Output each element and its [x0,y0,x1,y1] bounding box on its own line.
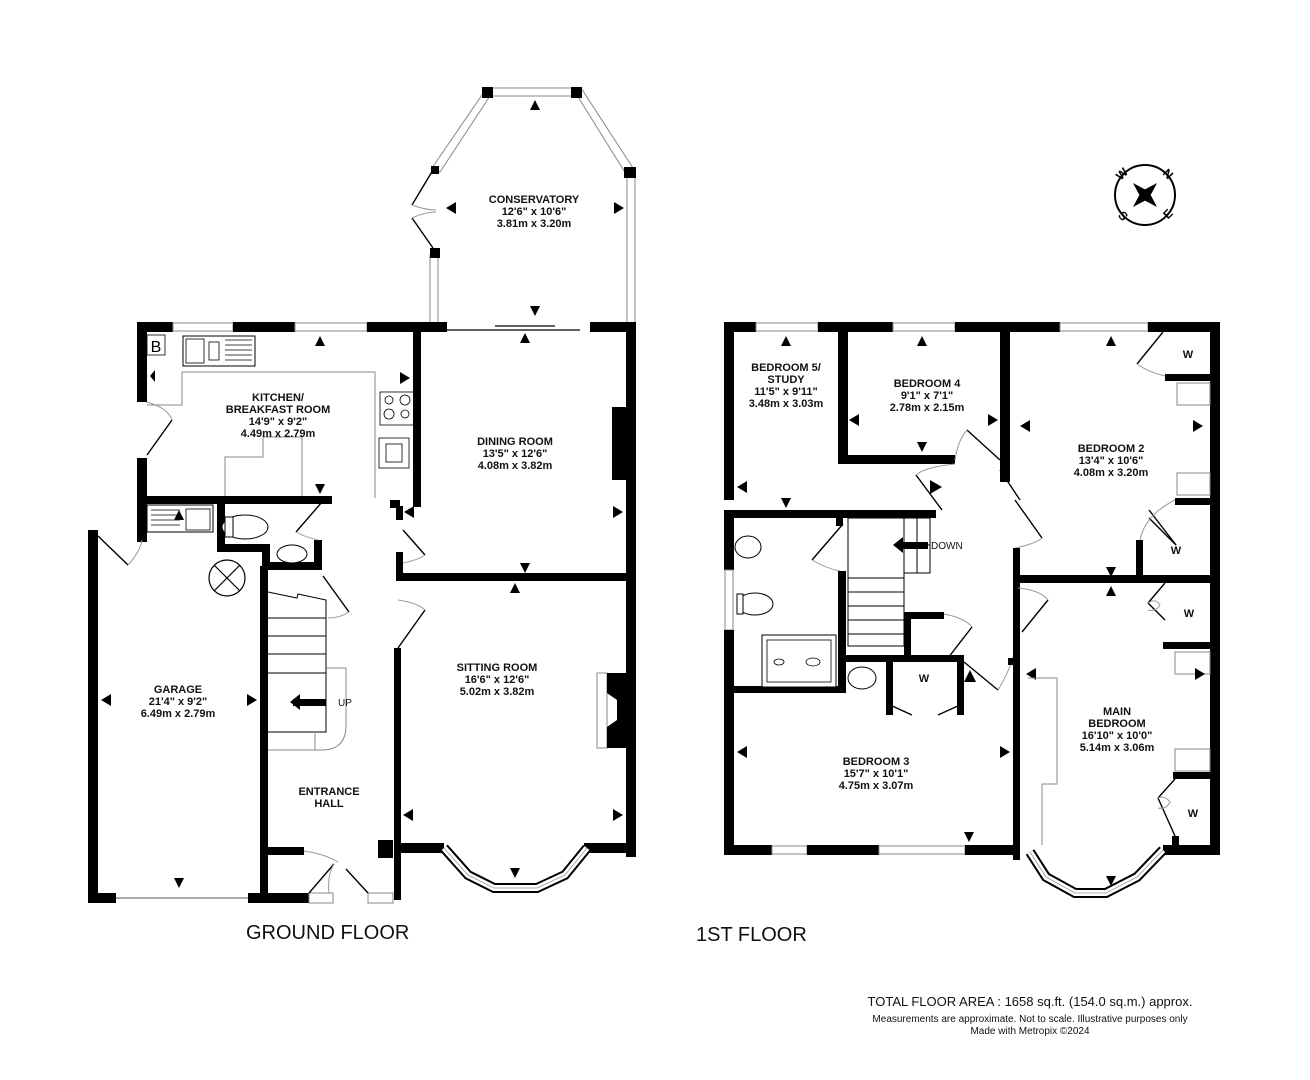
svg-text:KITCHEN/: KITCHEN/ [252,392,304,404]
conservatory [411,87,636,327]
basin-icon [276,544,308,564]
svg-text:BEDROOM 3: BEDROOM 3 [843,756,910,768]
compass-icon: N E S W [1113,164,1176,226]
svg-text:ENTRANCE: ENTRANCE [298,786,359,798]
wardrobe-label: W [1188,808,1199,820]
compass-w: W [1113,165,1131,183]
compass-s: S [1115,208,1131,224]
room-label-bedroom-5: BEDROOM 5/ STUDY 11'5" x 9'11" 3.48m x 3… [749,362,824,410]
room-label-bedroom-4: BEDROOM 4 9'1" x 7'1" 2.78m x 2.15m [890,378,965,414]
svg-text:MAIN: MAIN [1103,706,1131,718]
basin-icon [847,666,877,690]
svg-text:BEDROOM 2: BEDROOM 2 [1078,443,1145,455]
svg-text:STUDY: STUDY [767,374,805,386]
svg-text:4.08m x 3.20m: 4.08m x 3.20m [1074,467,1149,479]
first-floor-plan: W W [696,322,1220,946]
svg-text:21'4" x 9'2": 21'4" x 9'2" [149,696,207,708]
svg-text:4.75m x 3.07m: 4.75m x 3.07m [839,780,914,792]
svg-text:11'5" x 9'11": 11'5" x 9'11" [754,386,817,398]
svg-text:CONSERVATORY: CONSERVATORY [489,194,580,206]
room-label-bedroom-3: BEDROOM 3 15'7" x 10'1" 4.75m x 3.07m [839,756,914,792]
staircase [847,517,931,647]
svg-text:DINING ROOM: DINING ROOM [477,436,553,448]
room-label-sitting-room: SITTING ROOM 16'6" x 12'6" 5.02m x 3.82m [457,662,538,698]
svg-text:SITTING ROOM: SITTING ROOM [457,662,538,674]
svg-text:12'6" x 10'6": 12'6" x 10'6" [502,206,567,218]
room-label-dining-room: DINING ROOM 13'5" x 12'6" 4.08m x 3.82m [477,436,553,472]
svg-text:BEDROOM 5/: BEDROOM 5/ [751,362,821,374]
svg-text:14'9" x 9'2": 14'9" x 9'2" [249,416,307,428]
room-label-entrance-hall: ENTRANCE HALL [298,786,359,810]
boiler-label: B [151,339,162,356]
svg-text:2.78m x 2.15m: 2.78m x 2.15m [890,402,965,414]
ground-floor-label: GROUND FLOOR [246,922,409,944]
svg-text:13'4" x 10'6": 13'4" x 10'6" [1079,455,1144,467]
compass-n: N [1160,166,1176,182]
room-label-main-bedroom: MAIN BEDROOM 16'10" x 10'0" 5.14m x 3.06… [1080,706,1155,754]
stairs-down-label: DOWN [931,541,963,552]
svg-text:3.48m x 3.03m: 3.48m x 3.03m [749,398,824,410]
stairs-up-label: UP [338,698,352,709]
svg-text:15'7" x 10'1": 15'7" x 10'1" [844,768,909,780]
disclaimer-text: Measurements are approximate. Not to sca… [872,1014,1188,1025]
svg-text:GARAGE: GARAGE [154,684,202,696]
room-label-kitchen: KITCHEN/ BREAKFAST ROOM 14'9" x 9'2" 4.4… [226,392,331,440]
room-label-bedroom-2: BEDROOM 2 13'4" x 10'6" 4.08m x 3.20m [1074,443,1149,479]
svg-text:5.14m x 3.06m: 5.14m x 3.06m [1080,742,1155,754]
svg-text:9'1" x 7'1": 9'1" x 7'1" [901,390,953,402]
ground-floor-plan: B [88,87,636,944]
svg-text:BREAKFAST ROOM: BREAKFAST ROOM [226,404,331,416]
footer-notes: Measurements are approximate. Not to sca… [860,1014,1200,1038]
svg-text:16'6" x 12'6": 16'6" x 12'6" [465,674,530,686]
svg-text:5.02m x 3.82m: 5.02m x 3.82m [460,686,535,698]
room-label-conservatory: CONSERVATORY 12'6" x 10'6" 3.81m x 3.20m [489,194,580,230]
svg-text:4.08m x 3.82m: 4.08m x 3.82m [478,460,553,472]
total-floor-area: TOTAL FLOOR AREA : 1658 sq.ft. (154.0 sq… [867,994,1193,1009]
hob-icon [379,391,417,426]
staircase [267,591,327,733]
basin-icon [734,535,762,559]
svg-text:HALL: HALL [314,798,344,810]
wardrobe-label: W [1183,349,1194,361]
svg-text:16'10" x 10'0": 16'10" x 10'0" [1082,730,1153,742]
svg-text:4.49m x 2.79m: 4.49m x 2.79m [241,428,316,440]
room-label-garage: GARAGE 21'4" x 9'2" 6.49m x 2.79m [141,684,216,720]
svg-text:6.49m x 2.79m: 6.49m x 2.79m [141,708,216,720]
svg-text:BEDROOM 4: BEDROOM 4 [894,378,962,390]
svg-text:3.81m x 3.20m: 3.81m x 3.20m [497,218,572,230]
credit-text: Made with Metropix ©2024 [970,1026,1090,1037]
wardrobe-label: W [1171,545,1182,557]
svg-text:BEDROOM: BEDROOM [1088,718,1145,730]
wardrobe-label: W [919,673,930,685]
svg-text:13'5" x 12'6": 13'5" x 12'6" [483,448,548,460]
wardrobe-label: W [1184,608,1195,620]
first-floor-label: 1ST FLOOR [696,924,807,946]
